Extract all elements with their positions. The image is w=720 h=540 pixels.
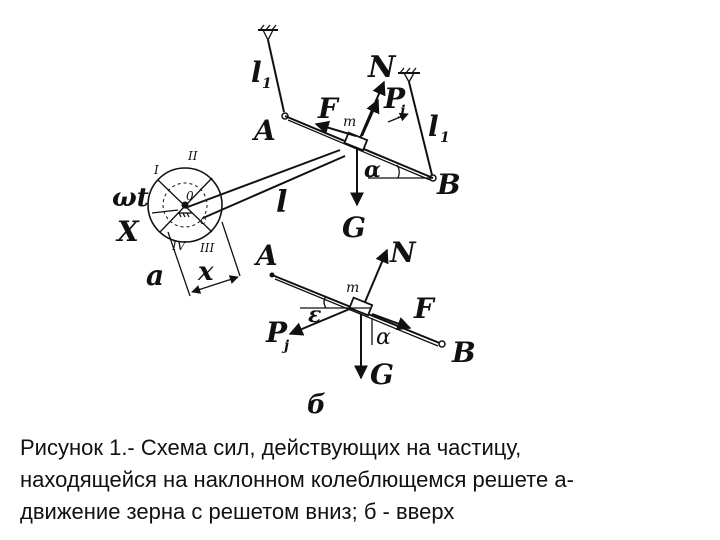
label-epsilon: ε <box>308 302 321 328</box>
dimension-x <box>191 275 239 294</box>
label-o-center: 0 <box>186 189 194 203</box>
particle-top <box>343 131 369 152</box>
label-g-top: G <box>342 211 366 244</box>
label-m-bottom: m <box>346 280 359 296</box>
hinge-a-bottom <box>269 272 275 278</box>
label-pj-top: P <box>383 82 406 115</box>
label-l-rod: l <box>276 185 287 220</box>
hinge-b-bottom <box>438 340 446 348</box>
label-m-top: m <box>343 114 356 130</box>
label-pj-bottom-sub: j <box>281 338 289 354</box>
force-pj-bottom <box>288 307 353 336</box>
label-a-bottom: A <box>253 239 278 272</box>
connecting-rod <box>184 149 341 209</box>
label-n-bottom: N <box>389 236 417 269</box>
label-f-top: F <box>317 92 340 125</box>
label-x-dim: x <box>197 257 214 287</box>
label-n-top: N <box>367 50 397 85</box>
force-diagram: l 1 N F m P j A l 1 α B G ωt X l 0 c I I… <box>112 24 476 420</box>
caption-line-2: находящейся на наклонном колеблющемся ре… <box>20 467 574 492</box>
left-hanger-support <box>258 24 278 42</box>
label-c-small: c <box>200 214 206 227</box>
crank-disc <box>147 167 223 243</box>
label-l1-right-sub: 1 <box>440 130 450 146</box>
label-l1-left-sub: 1 <box>262 76 272 92</box>
label-omega-t: ωt <box>112 183 149 213</box>
figure-caption: Рисунок 1.- Схема сил, действующих на ча… <box>20 432 710 528</box>
label-x-left: X <box>115 215 140 248</box>
force-n-bottom <box>364 248 389 303</box>
label-f-bottom: F <box>413 292 436 325</box>
label-pj-top-sub: j <box>397 103 405 119</box>
label-alpha-bottom: α <box>376 325 391 350</box>
label-region-i: I <box>153 163 159 177</box>
label-b-caption: б <box>307 390 326 420</box>
force-f-bottom <box>371 313 412 331</box>
label-pj-bottom: P <box>265 316 288 349</box>
label-l1-right: l <box>428 110 439 143</box>
label-a-dim: a <box>146 259 164 292</box>
left-hanger-rod <box>267 39 285 113</box>
caption-line-3: движение зерна с решетом вниз; б - вверх <box>20 499 455 524</box>
label-b-top: B <box>436 168 461 201</box>
label-a-top: A <box>251 114 276 147</box>
label-region-iii: III <box>199 241 214 255</box>
force-f-top <box>314 120 357 137</box>
right-hanger-rod <box>408 81 433 176</box>
label-region-ii: II <box>187 149 198 163</box>
inertia-small-top <box>387 112 409 123</box>
label-b-bottom: B <box>451 336 476 369</box>
force-n-top <box>359 80 386 139</box>
force-pj-top <box>361 98 380 137</box>
label-l1-left: l <box>251 56 262 89</box>
crank-center <box>181 201 189 209</box>
label-alpha-top: α <box>364 157 381 183</box>
caption-line-1: Рисунок 1.- Схема сил, действующих на ча… <box>20 435 522 460</box>
label-g-bottom: G <box>370 358 394 391</box>
particle-bottom <box>348 296 374 317</box>
right-hanger-support <box>398 67 420 84</box>
label-region-iv: IV <box>171 239 187 253</box>
